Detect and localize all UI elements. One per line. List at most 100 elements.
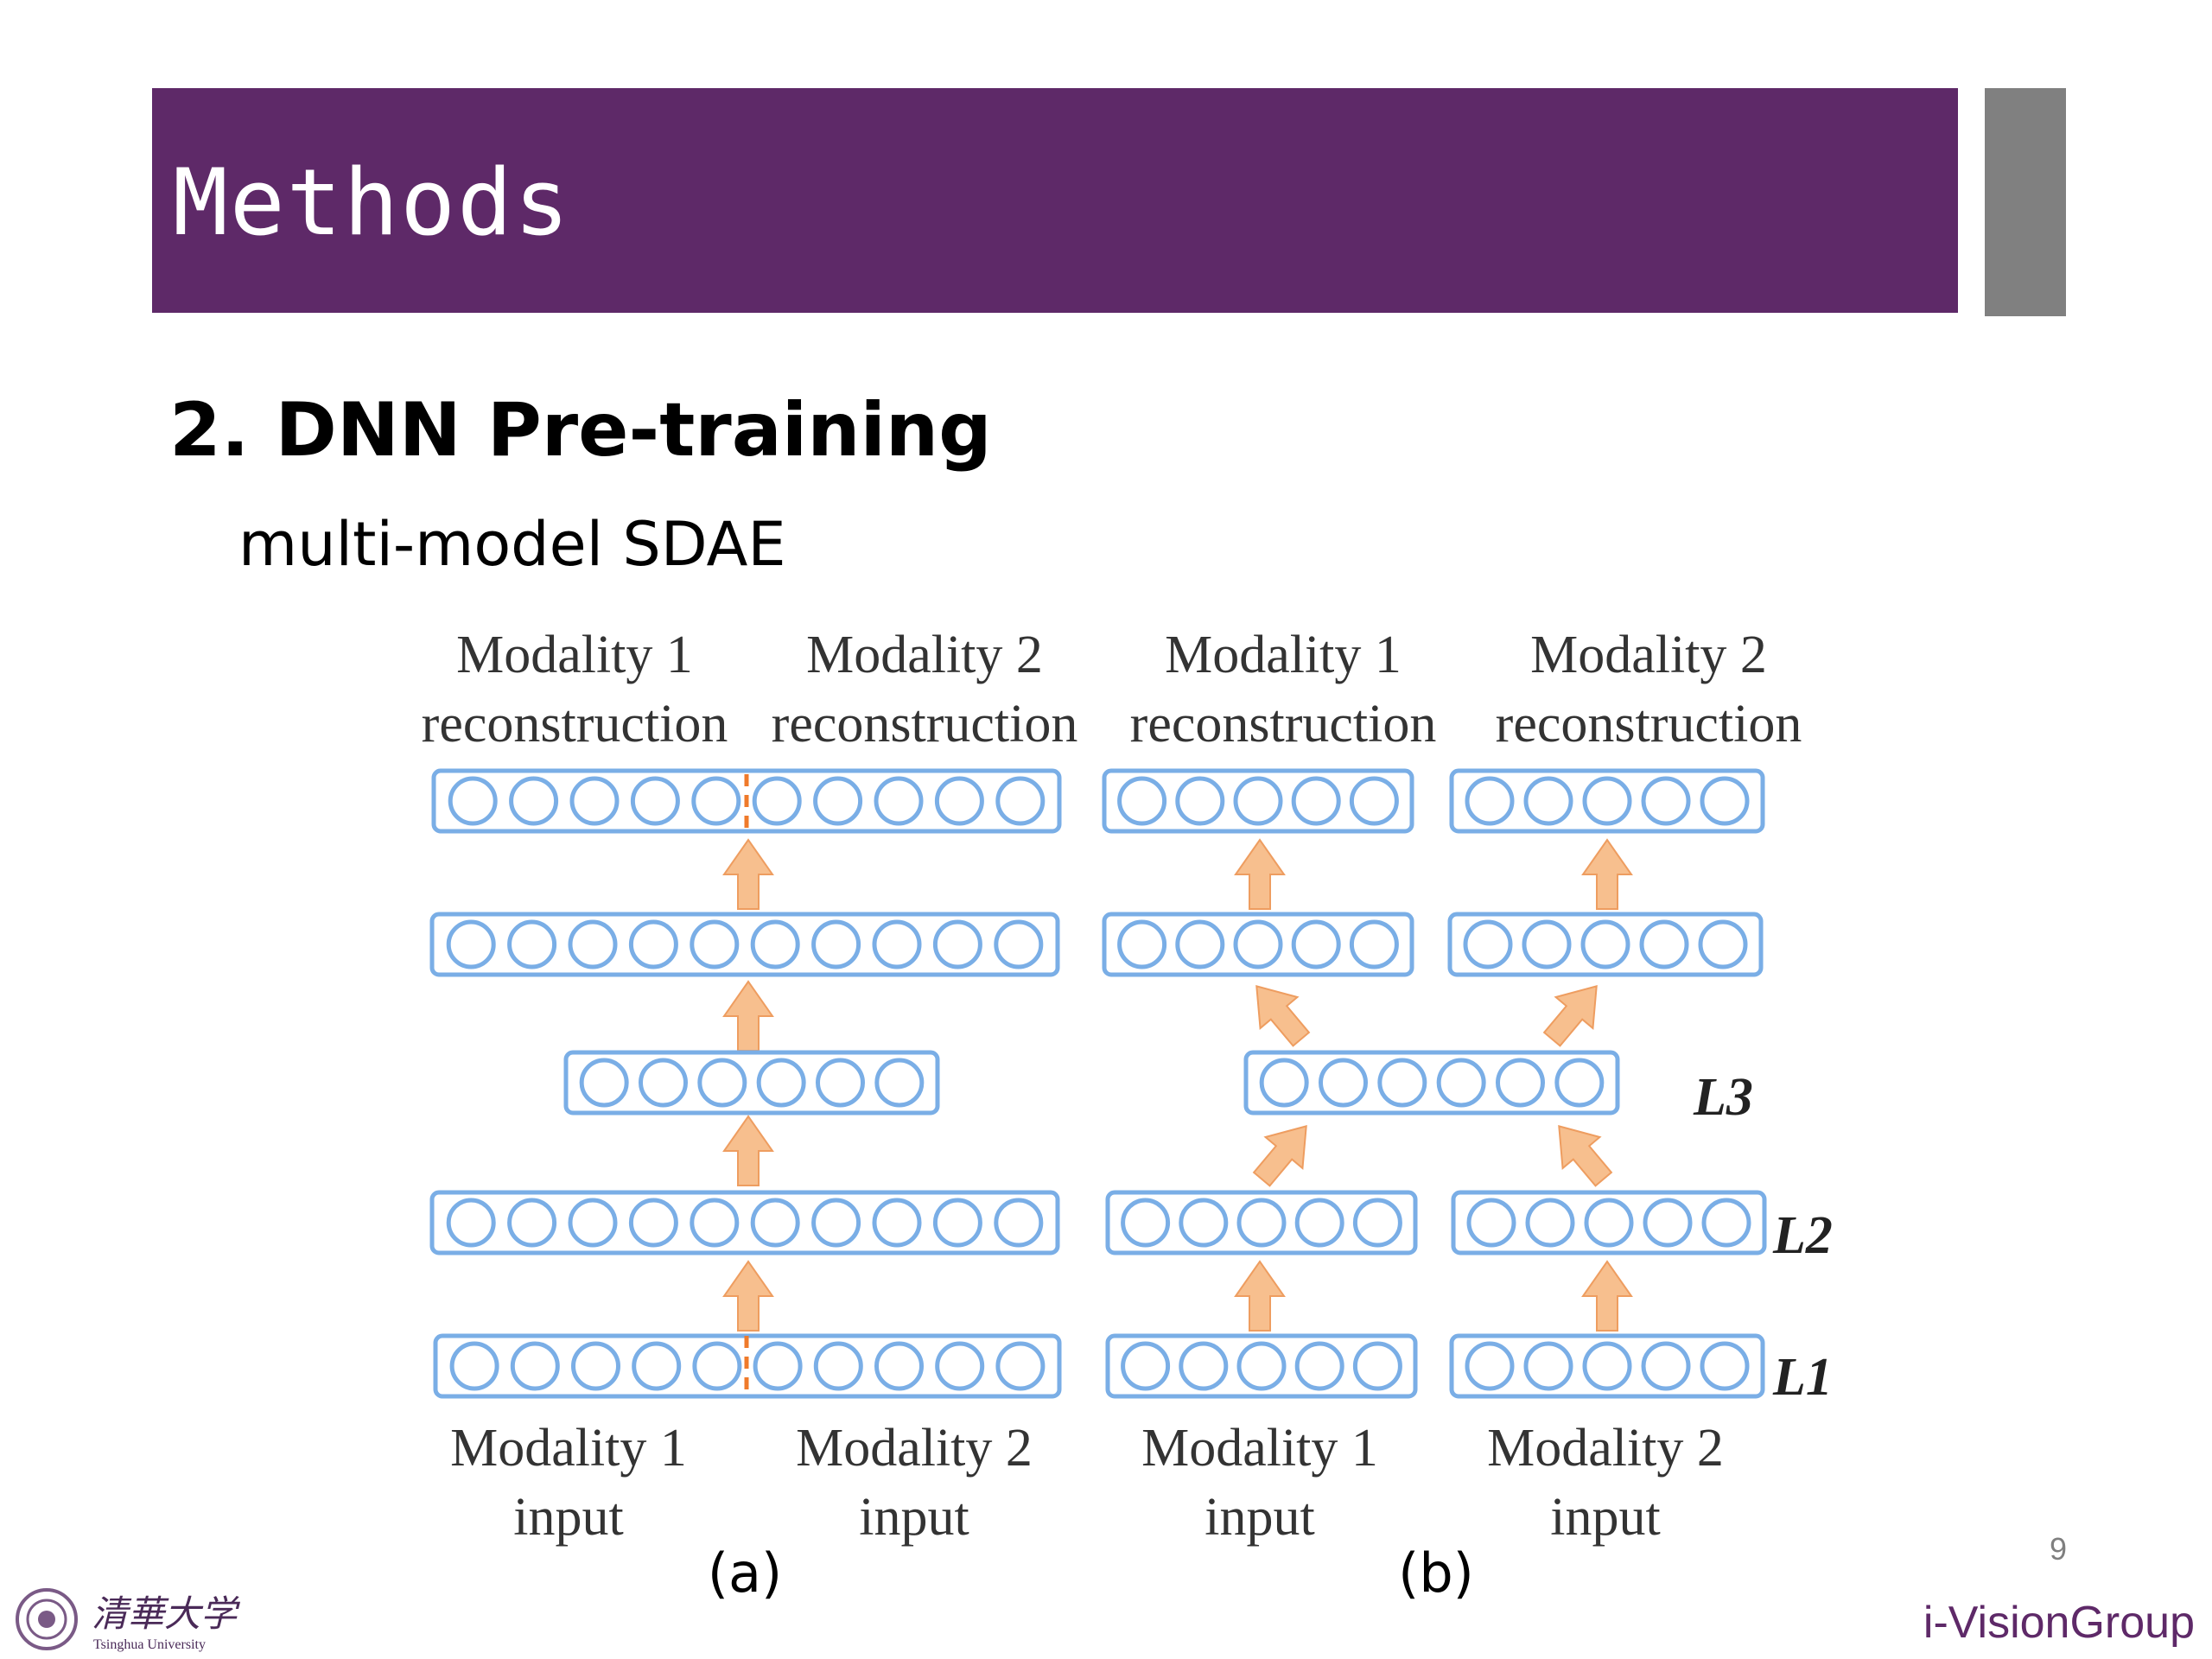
- a-top-label-1-line1: Modality 1: [456, 626, 693, 684]
- slide-title: Methods: [173, 149, 571, 256]
- b-l1-right-layer: [1449, 1333, 1765, 1399]
- neuron-node: [690, 1198, 740, 1248]
- neuron-node: [1233, 919, 1283, 969]
- a-arrow-1: [723, 1261, 773, 1332]
- neuron-node: [697, 1058, 747, 1108]
- neuron-node: [1121, 1341, 1171, 1391]
- page-number: 9: [2050, 1531, 2068, 1567]
- neuron-node: [872, 919, 922, 969]
- neuron-node: [1465, 776, 1515, 826]
- neuron-node: [446, 1198, 496, 1248]
- group-name: i-VisionGroup: [1923, 1598, 2195, 1648]
- neuron-node: [874, 1058, 925, 1108]
- a-top-label-2-line2: reconstruction: [772, 695, 1078, 753]
- neuron-node: [692, 1341, 742, 1391]
- neuron-node: [1701, 1198, 1751, 1248]
- neuron-node: [995, 1341, 1046, 1391]
- a-arrow-4: [723, 839, 773, 910]
- neuron-node: [579, 1058, 629, 1108]
- a-hidden-bottom-layer: [429, 1190, 1060, 1255]
- neuron-node: [571, 1341, 620, 1391]
- neuron-node: [1522, 919, 1572, 969]
- neuron-node: [628, 919, 678, 969]
- neuron-node: [1466, 1198, 1516, 1248]
- section-subheading: multi-model SDAE: [238, 509, 786, 580]
- layer-label-l1: L1: [1772, 1348, 1833, 1407]
- university-seal-icon: [16, 1588, 78, 1650]
- neuron-node: [1294, 1198, 1344, 1248]
- neuron-node: [1554, 1058, 1605, 1108]
- a-bottom-label-2-line1: Modality 2: [796, 1419, 1033, 1478]
- neuron-node: [1523, 776, 1573, 826]
- neuron-node: [1175, 776, 1225, 826]
- neuron-node: [1291, 776, 1341, 826]
- b-top-label-2-line2: reconstruction: [1496, 695, 1802, 753]
- university-chinese-name: 清華大学: [92, 1592, 241, 1635]
- neuron-node: [1121, 1198, 1171, 1248]
- neuron-node: [811, 919, 861, 969]
- neuron-node: [1259, 1058, 1309, 1108]
- neuron-node: [935, 1341, 985, 1391]
- neuron-node: [1641, 1341, 1691, 1391]
- neuron-node: [1349, 776, 1399, 826]
- neuron-node: [639, 1058, 688, 1108]
- layer-label-l2: L2: [1772, 1206, 1833, 1265]
- b-top-label-2-line1: Modality 2: [1530, 626, 1767, 684]
- neuron-node: [932, 1198, 982, 1248]
- neuron-node: [1582, 776, 1632, 826]
- neuron-node: [934, 776, 984, 826]
- neuron-node: [932, 919, 982, 969]
- neuron-node: [995, 776, 1046, 826]
- a-arrow-2: [723, 1116, 773, 1186]
- neuron-node: [1236, 1341, 1287, 1391]
- neuron-node: [1179, 1198, 1229, 1248]
- neuron-node: [1179, 1341, 1229, 1391]
- neuron-node: [448, 776, 498, 826]
- b-top-label-1-line2: reconstruction: [1130, 695, 1437, 753]
- b-bottom-label-1-line1: Modality 1: [1141, 1419, 1378, 1478]
- b-arrow-l3-to-left: [1236, 969, 1321, 1056]
- layer-groups: [429, 768, 1767, 1399]
- neuron-node: [1233, 776, 1283, 826]
- neuron-node: [1352, 1198, 1402, 1248]
- side-accent-bar: [1985, 88, 2066, 316]
- a-top-label-2-line1: Modality 2: [806, 626, 1043, 684]
- neuron-node: [630, 776, 680, 826]
- neuron-node: [628, 1198, 678, 1248]
- b-l1-left-layer: [1105, 1333, 1418, 1399]
- b-l2-right-layer: [1451, 1190, 1767, 1255]
- neuron-node: [568, 919, 618, 969]
- layer-label-l3: L3: [1693, 1068, 1753, 1127]
- neuron-node: [507, 1198, 557, 1248]
- neuron-node: [1294, 1341, 1344, 1391]
- neuron-node: [1525, 1198, 1575, 1248]
- b-bottom-label-2-line2: input: [1550, 1488, 1660, 1547]
- neuron-node: [994, 919, 1044, 969]
- b-l2-left-layer: [1105, 1190, 1418, 1255]
- neuron-node: [1319, 1058, 1368, 1108]
- a-arrow-3: [723, 981, 773, 1052]
- b-bottom-label-1-line2: input: [1205, 1488, 1314, 1547]
- a-recon-layer: [431, 768, 1062, 834]
- neuron-node: [509, 776, 559, 826]
- panel-a-label: (a): [708, 1541, 782, 1605]
- neuron-node: [1117, 919, 1167, 969]
- section-heading: 2. DNN Pre-training: [169, 387, 992, 474]
- neuron-node: [1496, 1058, 1545, 1108]
- neuron-node: [1584, 1198, 1634, 1248]
- neuron-node: [874, 776, 924, 826]
- a-bottom-label-2-line2: input: [859, 1488, 969, 1547]
- b-arrow-left-1: [1235, 1261, 1285, 1332]
- neuron-node: [1463, 919, 1513, 969]
- neuron-node: [872, 1198, 922, 1248]
- b-hidden-top-right-layer: [1447, 912, 1764, 977]
- neuron-node: [691, 776, 741, 826]
- neuron-node: [1580, 919, 1630, 969]
- neuron-node: [1700, 776, 1750, 826]
- b-arrow-right-top: [1582, 839, 1632, 910]
- a-shared-layer: [563, 1050, 940, 1116]
- neuron-node: [752, 776, 802, 826]
- neuron-node: [1236, 1198, 1287, 1248]
- neuron-node: [750, 919, 800, 969]
